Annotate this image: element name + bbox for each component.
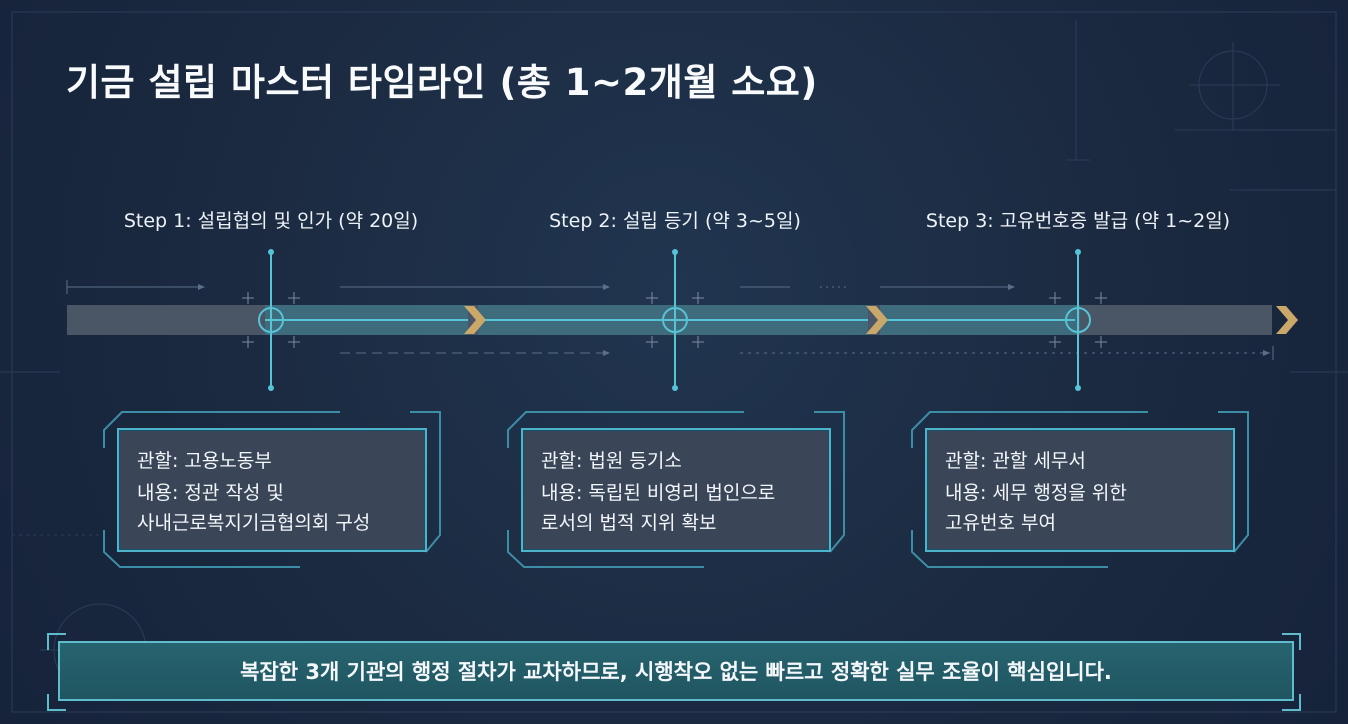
step-2-authority: 관할: 법원 등기소 (541, 450, 682, 472)
step-2-content-line1: 내용: 독립된 비영리 법인으로 (541, 482, 776, 504)
chevron-right-icon (866, 306, 888, 334)
summary-banner: 복잡한 3개 기관의 행정 절차가 교차하므로, 시행착오 없는 빠르고 정확한… (58, 641, 1294, 701)
crosshair-icon (242, 292, 300, 348)
step-2-content-line2: 로서의 법적 지위 확보 (541, 512, 717, 534)
step-1-content-line2: 사내근로복지기금협의회 구성 (137, 512, 371, 534)
step-3-content-line1: 내용: 세무 행정을 위한 (945, 482, 1127, 504)
step-3-card: 관할: 관할 세무서 내용: 세무 행정을 위한 고유번호 부여 (925, 428, 1235, 552)
crosshair-icon (646, 292, 704, 348)
chevron-right-icon (464, 306, 486, 334)
step-3-label: Step 3: 고유번호증 발급 (약 1~2일) (925, 210, 1231, 232)
page-title: 기금 설립 마스터 타임라인 (총 1~2개월 소요) (66, 61, 818, 104)
summary-banner-text: 복잡한 3개 기관의 행정 절차가 교차하므로, 시행착오 없는 빠르고 정확한… (240, 660, 1112, 684)
step-3-content-line2: 고유번호 부여 (945, 512, 1056, 534)
step-2-label: Step 2: 설립 등기 (약 3~5일) (549, 210, 801, 232)
step-3-authority: 관할: 관할 세무서 (945, 450, 1086, 472)
step-1-content-line1: 내용: 정관 작성 및 (137, 482, 284, 504)
step-1-card: 관할: 고용노동부 내용: 정관 작성 및 사내근로복지기금협의회 구성 (117, 428, 427, 552)
crosshair-icon (1049, 292, 1107, 348)
step-1-authority: 관할: 고용노동부 (137, 450, 272, 472)
step-1-label: Step 1: 설립협의 및 인가 (약 20일) (123, 210, 419, 232)
chevron-right-icon (1276, 306, 1298, 334)
step-2-card: 관할: 법원 등기소 내용: 독립된 비영리 법인으로 로서의 법적 지위 확보 (521, 428, 831, 552)
